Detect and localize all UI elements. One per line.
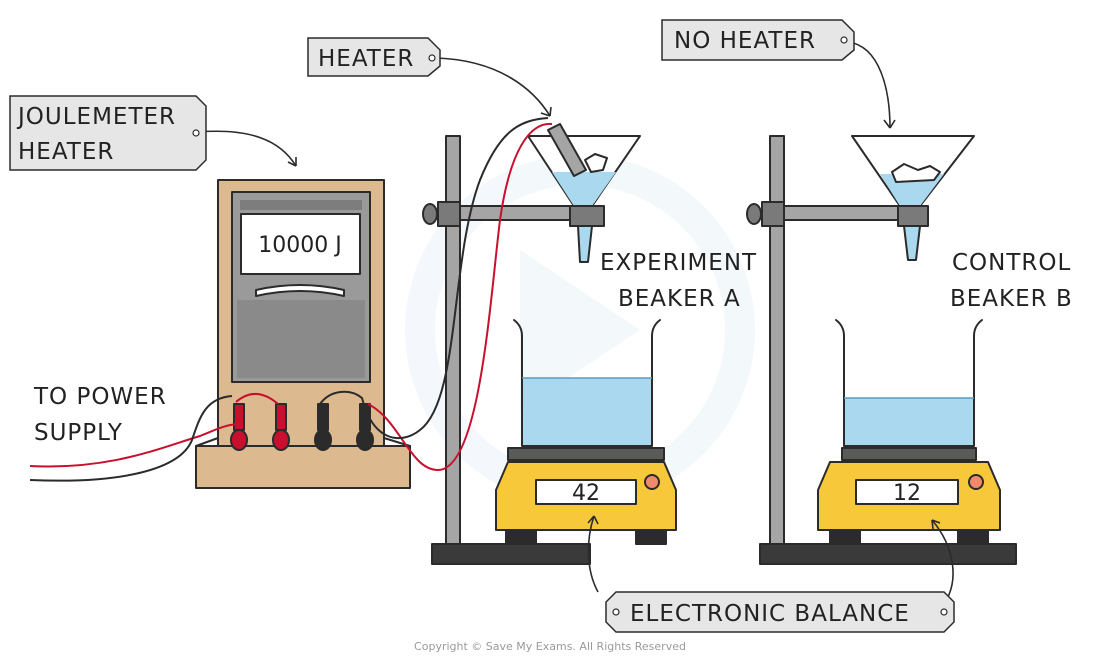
label-electronic-balance: ELECTRONIC BALANCE: [605, 591, 955, 633]
label-electronic-balance-text: ELECTRONIC BALANCE: [630, 601, 910, 627]
label-experiment-line2: BEAKER A: [618, 286, 741, 312]
stand-b-base: [759, 543, 1017, 565]
beaker-b: [835, 319, 983, 447]
wire-black-supply: [29, 395, 233, 482]
copyright-text: Copyright © Save My Exams. All Rights Re…: [414, 640, 686, 653]
funnel-b: [851, 135, 975, 261]
label-no-heater-text: NO HEATER: [674, 28, 816, 54]
wires: [29, 117, 553, 482]
label-control-line1: CONTROL: [952, 250, 1071, 276]
balance-a: 42: [495, 447, 677, 545]
joulemeter-reading: 10000 J: [258, 233, 341, 258]
label-no-heater: NO HEATER: [661, 19, 855, 61]
balance-b-reading: 12: [893, 481, 921, 506]
terminal-black-1: [314, 403, 332, 451]
callout-arrows: [197, 41, 954, 605]
wire-black-heater: [319, 117, 549, 440]
balance-a-display: [535, 479, 637, 505]
label-heater: HEATER: [307, 37, 441, 77]
stand-a-base: [431, 543, 591, 565]
terminal-black-2: [356, 403, 374, 451]
terminal-red-1: [230, 403, 248, 451]
heater-rod: [547, 123, 587, 177]
label-control-line2: BEAKER B: [950, 286, 1073, 312]
label-power-line1: TO POWER: [33, 384, 167, 410]
beaker-a: [513, 319, 661, 447]
funnel-a: [527, 135, 641, 263]
label-heater-text: HEATER: [318, 46, 414, 72]
joulemeter-base: [195, 445, 411, 489]
label-experiment-line1: EXPERIMENT: [600, 250, 757, 276]
terminal-red-2: [272, 403, 290, 451]
balance-b: 12: [817, 447, 1001, 545]
label-power-line2: SUPPLY: [34, 420, 123, 446]
wire-red-heater: [367, 122, 553, 472]
label-joulemeter: JOULEMETER HEATER: [9, 95, 207, 171]
joulemeter-dial: [255, 284, 345, 297]
label-joulemeter-line2: HEATER: [18, 139, 114, 165]
wire-red-supply: [29, 423, 237, 468]
joulemeter-display: [240, 213, 361, 275]
label-joulemeter-line1: JOULEMETER: [16, 104, 176, 130]
retort-stand-a: [422, 135, 591, 565]
balance-b-display: [855, 479, 959, 505]
joulemeter: 10000 J: [195, 179, 411, 489]
balance-a-reading: 42: [572, 481, 600, 506]
